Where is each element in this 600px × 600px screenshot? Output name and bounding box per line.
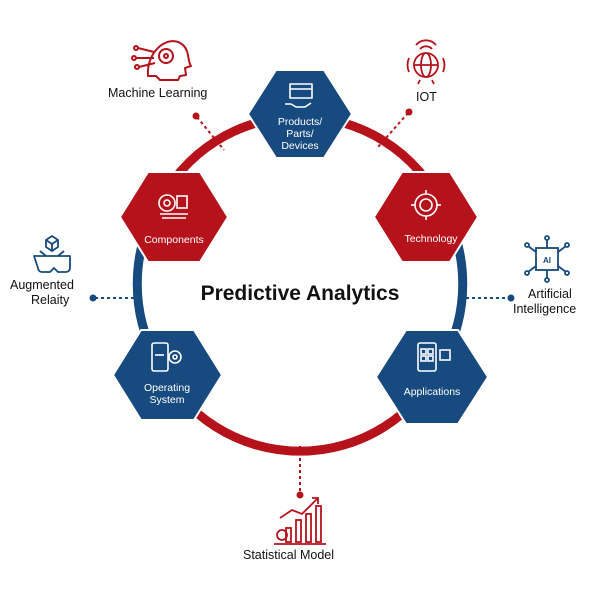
growth-chart-icon (274, 497, 326, 545)
dot-augmented-reality (89, 294, 97, 302)
gear-chip-icon (411, 190, 441, 220)
hexagon-technology: Technology (372, 171, 480, 263)
hexagon-products-label-1: Products/ (278, 116, 322, 128)
label-augmented-reality-line1: Augmented (10, 278, 74, 292)
hexagon-operating-system-shape (111, 329, 224, 421)
label-iot: IOT (416, 90, 437, 104)
connector-machine-learning (196, 116, 225, 151)
hexagon-technology-label: Technology (404, 233, 458, 245)
hexagon-components-label: Components (144, 234, 204, 246)
label-statistical-model: Statistical Model (243, 548, 335, 562)
connector-iot (377, 112, 409, 148)
phone-gear-icon (151, 342, 182, 372)
hexagon-products-label-3: Devices (281, 140, 318, 152)
hexagon-products-label-2: Parts/ (286, 128, 314, 140)
box-hand-icon (285, 83, 313, 108)
dot-artificial-intelligence (507, 294, 515, 302)
connectors (95, 112, 510, 494)
hexagon-products: Products/ Parts/ Devices (246, 69, 354, 159)
phone-apps-icon (417, 342, 451, 372)
hexagon-components: Components (118, 171, 230, 263)
label-artificial-intelligence-line2: Intelligence (513, 302, 577, 316)
components-icon (158, 194, 188, 219)
hexagon-applications-shape (374, 329, 490, 425)
dot-machine-learning (192, 112, 200, 120)
ai-chip-icon: AI (524, 235, 570, 283)
globe-signal-icon (406, 39, 446, 85)
hexagon-applications-label: Applications (404, 386, 461, 398)
dot-iot (405, 108, 413, 116)
label-artificial-intelligence-line1: Artificial (528, 287, 572, 301)
hexagon-operating-system: Operating System (111, 329, 224, 421)
label-machine-learning: Machine Learning (108, 86, 208, 100)
svg-text:AI: AI (543, 256, 551, 265)
hexagon-products-shape (246, 69, 354, 159)
connector-dots (89, 108, 515, 499)
hexagon-operating-system-label-2: System (149, 394, 184, 406)
head-gear-icon (131, 40, 192, 81)
dot-statistical-model (296, 491, 304, 499)
hexagon-components-shape (118, 171, 230, 263)
hexagon-applications: Applications (374, 329, 490, 425)
label-augmented-reality-line2: Relaity (31, 293, 70, 307)
center-title: Predictive Analytics (200, 282, 400, 305)
hexagon-operating-system-label-1: Operating (144, 382, 190, 394)
ar-headset-icon (33, 235, 71, 273)
